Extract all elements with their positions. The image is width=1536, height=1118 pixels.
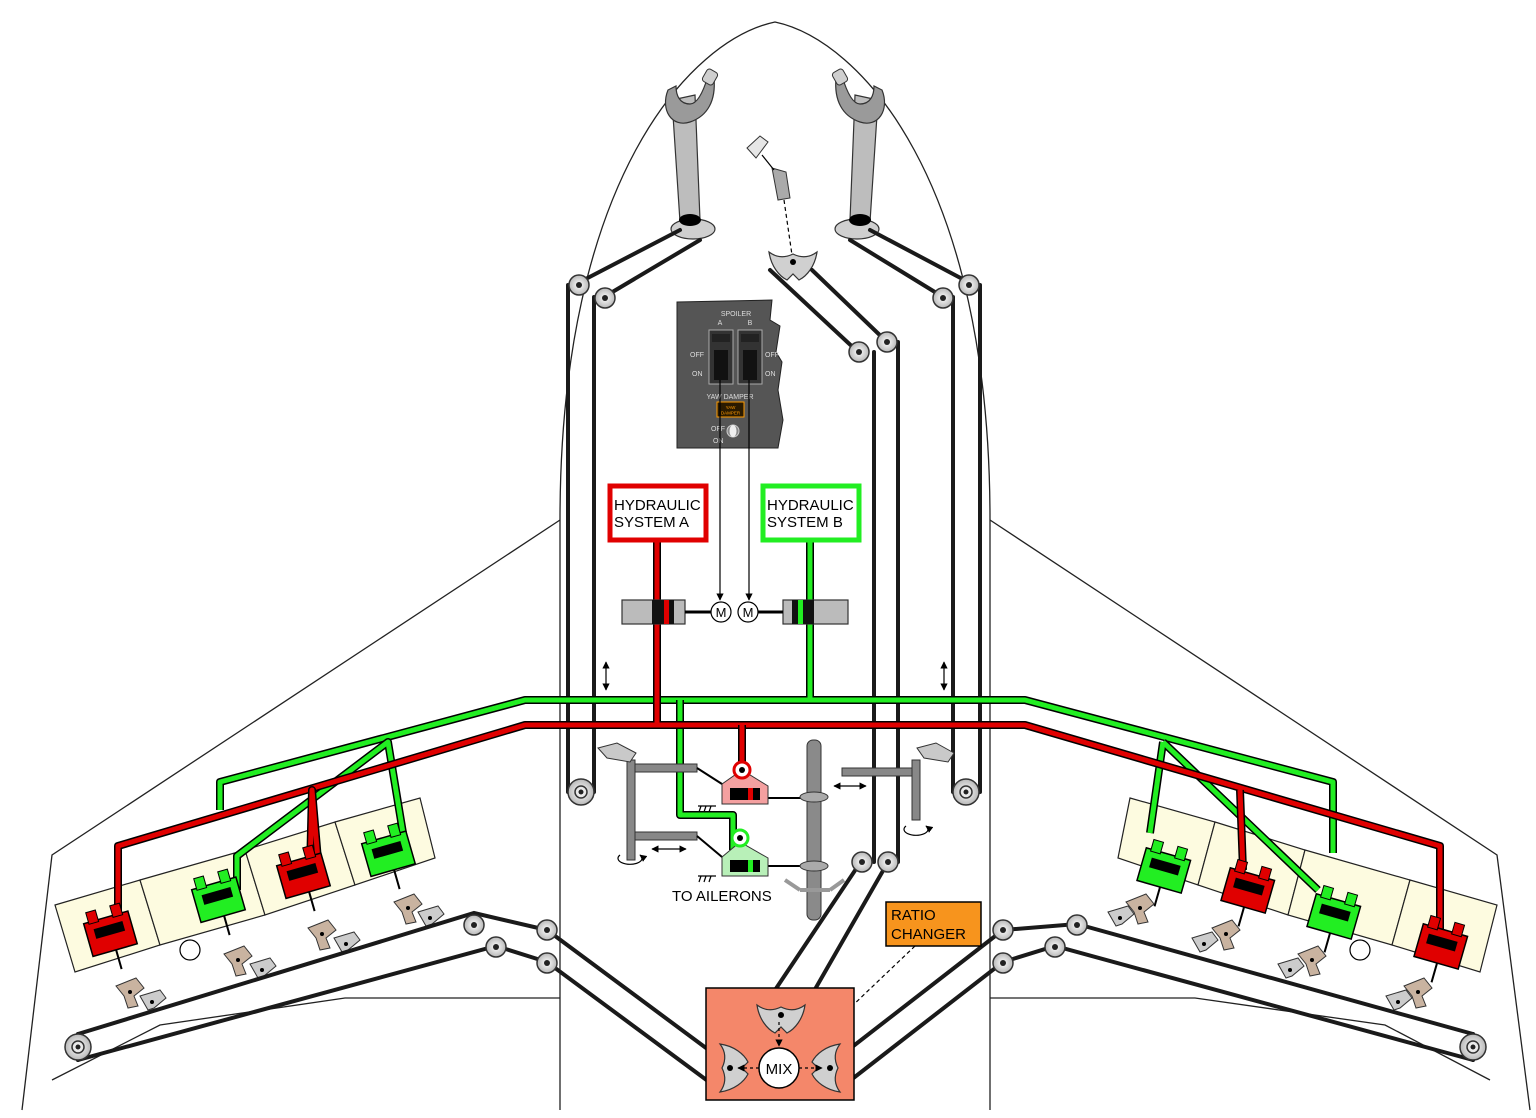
ratio-signal-line	[807, 945, 916, 1049]
hydraulic-system-b-box: HYDRAULIC SYSTEM B	[760, 483, 862, 543]
to-ailerons-label: TO AILERONS	[672, 888, 772, 905]
pulley-icon	[851, 851, 873, 873]
yaw-damper-light	[716, 401, 745, 418]
pulley-icon	[992, 952, 1014, 974]
hyd-a-label: HYDRAULIC	[614, 497, 701, 514]
ratio-changer-box: RATIO CHANGER	[885, 901, 982, 947]
lever-icon	[1107, 905, 1135, 927]
pulley-icon	[568, 274, 590, 296]
pulley-icon	[567, 778, 595, 806]
spoiler-actuators-left	[82, 822, 417, 970]
lever-icon	[1385, 989, 1413, 1011]
actuator-icon	[721, 760, 769, 805]
hydraulic-system-a-lines	[114, 540, 1444, 930]
ground-icon	[698, 805, 716, 813]
spoiler-switch-a[interactable]	[708, 329, 734, 385]
pulley-icon	[958, 274, 980, 296]
hyd-b-label: SYSTEM B	[767, 514, 843, 531]
mixer-box: MIX	[705, 987, 855, 1101]
spoiler-actuators-right	[1136, 838, 1469, 983]
pulley-icon	[848, 341, 870, 363]
on-label: ON	[765, 371, 776, 378]
motor-icon: M	[710, 601, 732, 623]
motor-label: M	[716, 605, 727, 620]
shutoff-valve-b	[758, 599, 849, 625]
switch-b-label: B	[748, 320, 753, 327]
ratio-label: RATIO	[891, 907, 936, 924]
bellcrank-icon	[115, 977, 145, 1009]
yaw-damper-switch[interactable]	[726, 424, 740, 438]
pulley-icon	[485, 936, 507, 958]
switch-a-label: A	[718, 320, 723, 327]
bellcrank-icon	[1297, 945, 1327, 977]
pulley-icon	[64, 1033, 92, 1061]
off-label: OFF	[765, 352, 779, 359]
spoiler-switch-b[interactable]	[737, 329, 763, 385]
pulley-icon	[1459, 1033, 1487, 1061]
ground-icon	[698, 875, 716, 883]
motor-label: M	[743, 605, 754, 620]
hydraulic-system-a-box: HYDRAULIC SYSTEM A	[607, 483, 709, 543]
rotation-arrow-icon	[903, 825, 934, 836]
lever-icon	[1191, 931, 1219, 953]
pulley-icon	[932, 287, 954, 309]
on-label: ON	[692, 371, 703, 378]
ratio-label: CHANGER	[891, 926, 966, 943]
bellcrank-icon	[1211, 919, 1241, 951]
motor-icon: M	[737, 601, 759, 623]
rotation-arrow-icon	[617, 854, 648, 865]
yaw-damper-label: YAW DAMPER	[706, 394, 753, 401]
actuator-icon	[721, 828, 769, 877]
pulley-icon	[536, 952, 558, 974]
spoiler-label: SPOILER	[721, 311, 751, 318]
pulley-icon	[1066, 914, 1088, 936]
mix-label: MIX	[766, 1061, 793, 1078]
off-label: OFF	[690, 352, 704, 359]
control-column-icon[interactable]	[664, 68, 719, 240]
bellcrank-icon	[393, 893, 423, 925]
hyd-b-label: HYDRAULIC	[767, 497, 854, 514]
yaw-on-label: ON	[713, 438, 724, 445]
pulley-icon	[952, 778, 980, 806]
yaw-light-text: YAW	[726, 405, 737, 410]
lever-icon	[1277, 957, 1305, 979]
bellcrank-icon	[307, 919, 337, 951]
pulley-icon	[877, 851, 899, 873]
aileron-mechanism	[597, 739, 955, 921]
bellcrank-icon	[223, 945, 253, 977]
pulley-icon	[463, 914, 485, 936]
pulley-icon	[536, 919, 558, 941]
pulley-icon	[594, 287, 616, 309]
cables-upper	[566, 228, 982, 864]
spoiler-switch-panel: SPOILER A B OFF ON OFF ON YAW DAMPER YAW…	[676, 299, 784, 449]
yaw-off-label: OFF	[711, 426, 725, 433]
control-column-icon[interactable]	[831, 68, 886, 240]
shutoff-valve-a	[621, 599, 711, 625]
pulley-icon	[876, 331, 898, 353]
yaw-light-text: DAMPER	[721, 411, 741, 416]
speedbrake-lever-icon[interactable]	[746, 135, 793, 256]
pulley-icon	[992, 919, 1014, 941]
hyd-a-label: SYSTEM A	[614, 514, 689, 531]
pulley-icon	[1044, 936, 1066, 958]
